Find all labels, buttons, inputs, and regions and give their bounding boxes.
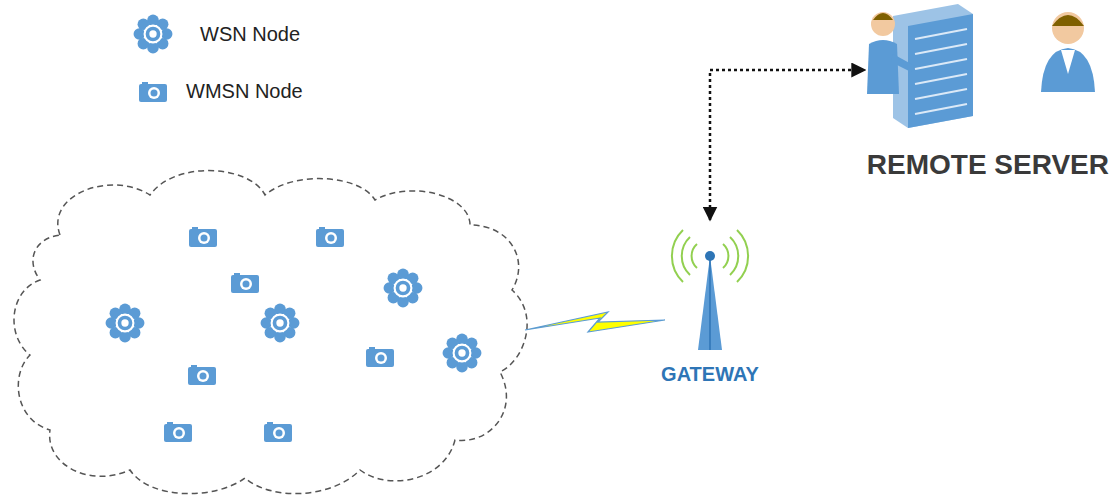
- node-label: GATEWAY: [655, 363, 765, 386]
- legend-icon: [132, 13, 174, 55]
- antenna-icon: [655, 222, 765, 357]
- legend-label: WMSN Node: [186, 80, 326, 103]
- gateway-node: GATEWAY: [655, 222, 765, 386]
- dotted-connector: [710, 70, 865, 220]
- server-node: REMOTE SERVER: [863, 4, 1113, 181]
- legend-entry: WMSN Node: [138, 80, 326, 103]
- legend-label: WSN Node: [200, 23, 340, 46]
- legend-icon: [138, 81, 168, 103]
- legend-entry: WSN Node: [132, 13, 340, 55]
- node-label: REMOTE SERVER: [863, 149, 1113, 181]
- server-icon: [863, 4, 1107, 139]
